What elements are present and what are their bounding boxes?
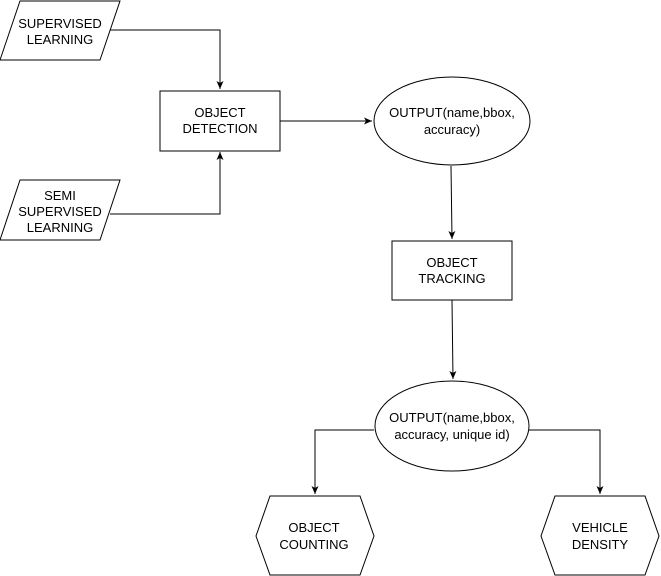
node-object-counting-line-1: OBJECT (288, 520, 339, 535)
edge-tracking-to-output2 (449, 299, 457, 380)
node-semi-supervised-learning-line-1: SEMI (44, 188, 76, 203)
node-vehicle-density: VEHICLE DENSITY (540, 495, 660, 576)
node-semi-supervised-learning-line-3: LEARNING (27, 220, 93, 235)
node-output-1-line-2: accuracy) (424, 122, 480, 137)
edge-output1-to-tracking (448, 165, 456, 240)
node-output-2: OUTPUT(name,bbox, accuracy, unique id) (374, 380, 530, 472)
node-output-2-line-2: accuracy, unique id) (394, 427, 509, 442)
node-object-detection: OBJECT DETECTION (159, 90, 281, 152)
node-semi-supervised-learning-line-2: SUPERVISED (18, 204, 102, 219)
node-supervised-learning-line-1: SUPERVISED (18, 16, 102, 31)
node-output-1: OUTPUT(name,bbox, accuracy) (373, 76, 531, 166)
node-supervised-learning-line-2: LEARNING (27, 32, 93, 47)
node-object-counting-line-2: COUNTING (279, 537, 348, 552)
node-vehicle-density-line-1: VEHICLE (572, 520, 628, 535)
node-object-detection-line-1: OBJECT (194, 105, 245, 120)
node-object-tracking-line-2: TRACKING (418, 271, 485, 286)
node-object-tracking: OBJECT TRACKING (391, 240, 513, 301)
edge-output2-to-counting (311, 429, 374, 494)
node-output-2-line-1: OUTPUT(name,bbox, (389, 410, 515, 425)
edge-output2-to-density (528, 429, 604, 494)
node-semi-supervised-learning: SEMI SUPERVISED LEARNING (0, 179, 121, 241)
node-object-detection-line-2: DETECTION (182, 121, 257, 136)
node-object-counting: OBJECT COUNTING (255, 495, 375, 576)
node-object-tracking-line-1: OBJECT (426, 255, 477, 270)
edges (110, 29, 604, 494)
edge-supervised-to-detection (110, 29, 224, 89)
node-vehicle-density-line-2: DENSITY (572, 537, 629, 552)
edge-semi-to-detection (110, 152, 224, 215)
node-supervised-learning: SUPERVISED LEARNING (0, 0, 121, 61)
node-output-1-line-1: OUTPUT(name,bbox, (389, 105, 515, 120)
